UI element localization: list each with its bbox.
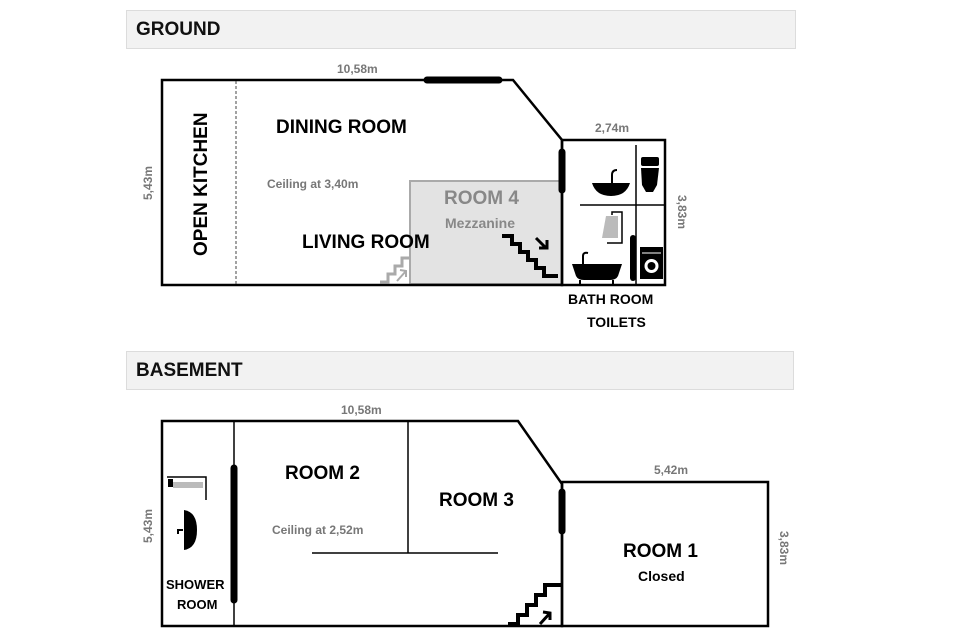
room4-sub-label: Mezzanine [445,215,515,231]
ground-width-label: 10,58m [337,62,378,76]
ground-height-label: 5,43m [141,166,155,200]
room2-label: ROOM 2 [285,463,360,484]
room1-sub-label: Closed [638,568,685,584]
toilet-icon [641,157,659,192]
bath-height-label: 3,83m [675,195,689,229]
room4-label: ROOM 4 [444,188,519,209]
washing-machine-icon [640,247,663,279]
room1-wall [560,480,770,628]
arrow-up-icon [538,610,552,626]
bathtub-icon [572,251,622,284]
shower-icon [167,476,207,500]
shower-label-line2: ROOM [177,597,217,612]
stairs-down-icon [502,234,558,278]
ground-ceiling-label: Ceiling at 3,40m [267,177,358,191]
basement-stairs-icon [508,583,561,626]
basement-ceiling-label: Ceiling at 2,52m [272,523,363,537]
dining-room-label: DINING ROOM [276,117,407,138]
arrow-down-icon [534,236,549,250]
room1-label: ROOM 1 [623,541,698,562]
room1-height-label: 3,83m [777,531,791,565]
ground-plan: 10,58m 5,43m OPEN KITCHEN DINING ROOM Ce… [141,62,689,330]
ground-title: GROUND [136,18,221,40]
basement-height-label: 5,43m [141,509,155,543]
basement-title: BASEMENT [136,359,243,381]
stairs-up-icon [380,256,409,284]
sink-icon [177,510,197,550]
open-kitchen-label: OPEN KITCHEN [191,112,212,256]
ground-header: GROUND [126,10,796,49]
bath-label-line2: TOILETS [587,314,646,330]
room3-label: ROOM 3 [439,490,514,511]
basement-width-label: 10,58m [341,403,382,417]
arrow-up-icon [396,269,407,282]
bathroom-wall [560,138,667,287]
shower-icon [602,211,623,244]
basement-header: BASEMENT [126,351,794,390]
living-room-label: LIVING ROOM [302,232,430,253]
sink-icon [592,169,630,196]
shower-label-line1: SHOWER [166,577,225,592]
room1-width-label: 5,42m [654,463,688,477]
basement-plan: 10,58m 5,43m ROOM 2 Ceiling at 2,52m ROO… [141,403,791,628]
bath-label-line1: BATH ROOM [568,291,653,307]
bath-width-label: 2,74m [595,121,629,135]
